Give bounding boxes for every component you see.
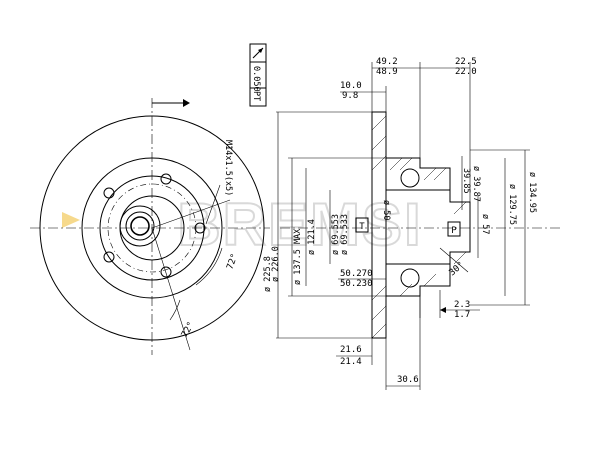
bolt-hole	[160, 173, 172, 185]
dia-225-8: ø 225.8	[263, 256, 273, 292]
dim-21-6: 21.6	[340, 345, 362, 355]
dim-49-2: 49.2	[376, 57, 398, 67]
angle-label: 72°	[180, 320, 197, 339]
dim-50-270: 50.270	[340, 269, 373, 279]
dim-22-0: 22.0	[455, 67, 477, 77]
angle-arc	[195, 247, 223, 286]
dia-39-87: ø 39.87	[471, 166, 481, 202]
section-hatching	[371, 115, 467, 339]
dim-21-4: 21.4	[340, 357, 362, 367]
marker-p-box	[447, 221, 461, 237]
dia-226-0: ø 226.0	[271, 246, 281, 282]
dia-121-4: ø 121.4	[307, 219, 317, 255]
bearing-race-icon	[400, 168, 420, 188]
bolt-hole	[103, 187, 115, 199]
angle-arc	[169, 299, 181, 321]
marker-t: T	[359, 222, 365, 232]
dia-39-85: 39.85	[461, 168, 471, 194]
tolerance-value: 0.050	[251, 66, 261, 92]
bearing-race-icon	[400, 268, 420, 288]
tolerance-box	[249, 43, 267, 107]
arrow-head-icon	[183, 99, 190, 107]
side-view: T P 49.2 48.9 22.5 22.0 10.0 9.8 ø 225.8…	[263, 57, 560, 390]
dim-1-7: 1.7	[454, 310, 470, 320]
thread-label: M14x1.5(x5)	[223, 140, 233, 196]
tolerance-code: PT	[251, 91, 261, 101]
dim-2-3: 2.3	[454, 300, 470, 310]
dia-134-95: ø 134.95	[527, 172, 537, 213]
thread-leader	[205, 184, 221, 225]
bearing-seat	[125, 211, 155, 241]
angle-leader-line	[151, 199, 231, 229]
dim-30-6: 30.6	[397, 375, 419, 385]
chamfer-leader	[439, 247, 469, 273]
marker-p: P	[451, 226, 457, 236]
dia-69-533: ø 69.533	[340, 214, 350, 255]
dim-10-0: 10.0	[340, 81, 362, 91]
watermark-triangle-icon	[62, 212, 80, 228]
bolt-hole	[160, 266, 172, 278]
dia-137-5: ø 137.5 MAX	[293, 228, 303, 285]
spindle-hole	[130, 216, 150, 236]
tolerance-frame: 0.050 PT	[249, 43, 267, 107]
dia-57: ø 57	[480, 214, 490, 234]
marker-t-box	[355, 217, 369, 233]
dim-22-5: 22.5	[455, 57, 477, 67]
dia-69-553: ø 69.553	[331, 214, 341, 255]
dia-129-75: ø 129.75	[507, 184, 517, 225]
center-bore	[119, 205, 161, 247]
dim-48-9: 48.9	[376, 67, 398, 77]
dia-50: ø 50	[381, 200, 391, 220]
dim-50-230: 50.230	[340, 279, 373, 289]
bolt-hole	[103, 251, 115, 263]
angle-leader-line	[151, 227, 191, 351]
dim-9-8: 9.8	[342, 91, 358, 101]
